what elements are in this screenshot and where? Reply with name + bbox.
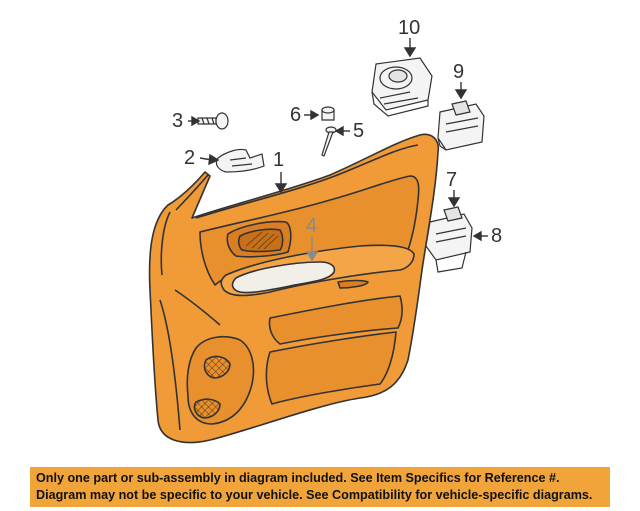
callout-2: 2 bbox=[184, 147, 196, 169]
callout-1: 1 bbox=[273, 149, 285, 171]
callout-9: 9 bbox=[453, 61, 465, 83]
callout-10: 10 bbox=[398, 17, 421, 39]
bracket-part-2 bbox=[215, 148, 265, 173]
callout-7: 7 bbox=[446, 169, 458, 191]
callout-5: 5 bbox=[353, 120, 365, 142]
leader-line-4 bbox=[305, 236, 319, 262]
callout-4: 4 bbox=[306, 215, 318, 237]
callout-6: 6 bbox=[290, 104, 302, 126]
door-trim-panel bbox=[148, 133, 440, 444]
callout-3: 3 bbox=[172, 110, 184, 132]
window-switch-part-7 bbox=[425, 206, 473, 273]
mirror-switch-part-10 bbox=[371, 57, 433, 117]
leader-lines bbox=[188, 38, 488, 242]
window-switch-part-9 bbox=[437, 100, 485, 151]
disclaimer-line-1: Only one part or sub-assembly in diagram… bbox=[36, 471, 560, 485]
disclaimer-banner: Only one part or sub-assembly in diagram… bbox=[30, 467, 610, 507]
screw-part-3 bbox=[197, 112, 229, 130]
parts-diagram bbox=[148, 38, 488, 444]
disclaimer-line-2: Diagram may not be specific to your vehi… bbox=[36, 488, 593, 502]
pin-part-5 bbox=[321, 126, 337, 157]
callout-8: 8 bbox=[491, 225, 503, 247]
grab-handle bbox=[231, 261, 336, 294]
cap-part-6 bbox=[321, 106, 335, 121]
